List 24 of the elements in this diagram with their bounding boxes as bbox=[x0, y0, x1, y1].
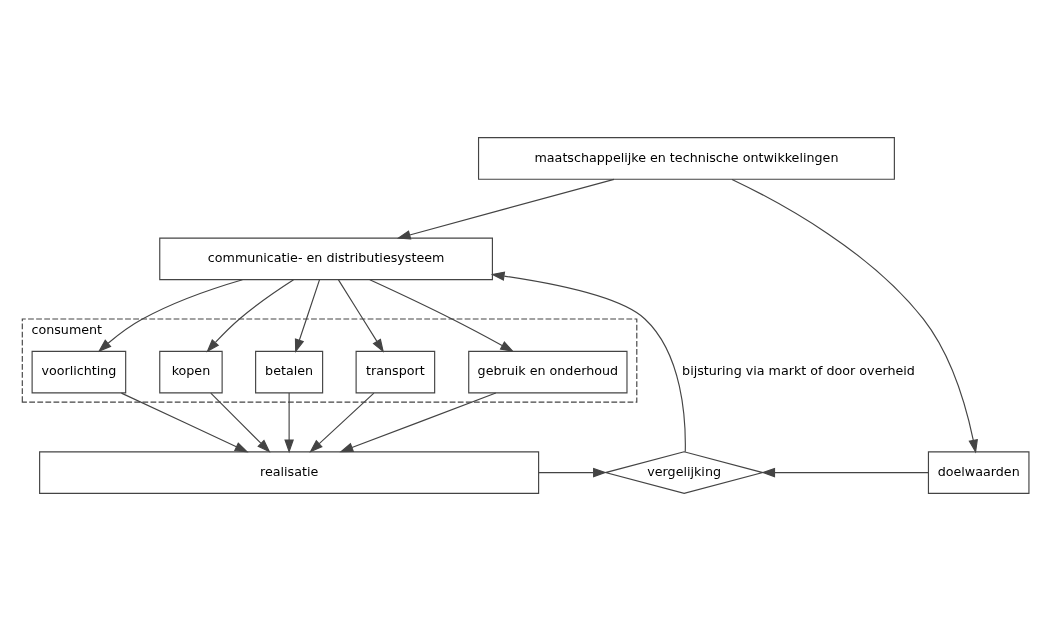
arrow bbox=[97, 279, 244, 353]
arrow bbox=[761, 467, 929, 478]
arrow bbox=[210, 392, 271, 453]
arrow bbox=[294, 279, 321, 353]
arrow bbox=[396, 178, 615, 240]
arrow bbox=[309, 392, 375, 453]
node-box: maatschappelijke en technische ontwikkelingen bbox=[477, 137, 895, 180]
arrow bbox=[284, 392, 294, 454]
arrow bbox=[731, 178, 978, 454]
arrow bbox=[369, 279, 515, 353]
node-box: voorlichting bbox=[31, 350, 127, 394]
arrow bbox=[206, 279, 295, 353]
node-box: communicatie- en distributiesysteem bbox=[159, 237, 493, 281]
node-box: realisatie bbox=[39, 451, 540, 494]
arrow bbox=[120, 392, 249, 453]
node-box: betalen bbox=[255, 350, 324, 394]
node-box: kopen bbox=[159, 350, 223, 394]
edge-label: bijsturing via markt of door overheid bbox=[682, 363, 915, 379]
arrow bbox=[538, 467, 607, 478]
arrow bbox=[490, 271, 686, 453]
node-box: doelwaarden bbox=[927, 451, 1030, 494]
node-box: transport bbox=[355, 350, 436, 394]
arrow bbox=[337, 279, 385, 353]
node-box: gebruik en onderhoud bbox=[468, 350, 628, 394]
